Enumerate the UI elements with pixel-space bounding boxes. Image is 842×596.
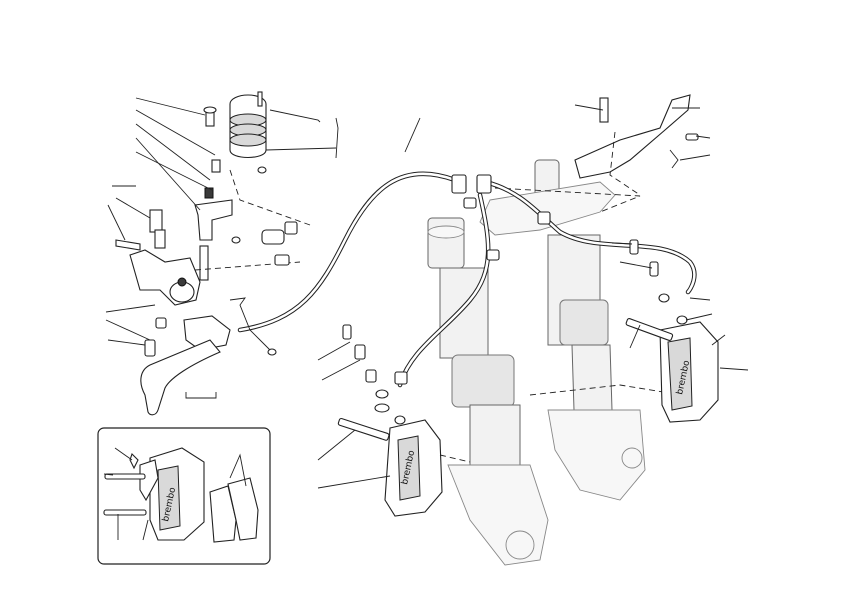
brake-hose-left xyxy=(397,192,491,388)
right-brake-caliper: brembo xyxy=(625,239,719,423)
master-cylinder-reservoir xyxy=(203,91,267,174)
brake-pads xyxy=(209,477,259,543)
leader-lines xyxy=(105,97,749,489)
left-brake-caliper: brembo xyxy=(337,403,471,517)
brake-hose-main xyxy=(237,171,458,333)
hose-splitter-bracket xyxy=(394,174,551,385)
pad-pin-upper xyxy=(104,473,146,480)
front-fork-left xyxy=(427,217,549,566)
brake-pads-detail-inset: brembo xyxy=(97,427,271,565)
front-fork-right xyxy=(534,159,646,501)
pad-clip xyxy=(129,452,139,470)
hose-fitting-connector xyxy=(261,229,285,245)
brake-hose-right xyxy=(482,179,697,295)
handlebar-clamp-bracket xyxy=(574,94,699,196)
reservoir-bracket xyxy=(194,187,241,281)
banjo-bolts xyxy=(342,324,389,399)
pad-pin-lower xyxy=(103,509,147,516)
inset-caliper: brembo xyxy=(139,447,205,541)
brake-switch-wire xyxy=(229,297,273,353)
brake-lever xyxy=(140,339,221,416)
master-cylinder-body xyxy=(115,209,231,357)
